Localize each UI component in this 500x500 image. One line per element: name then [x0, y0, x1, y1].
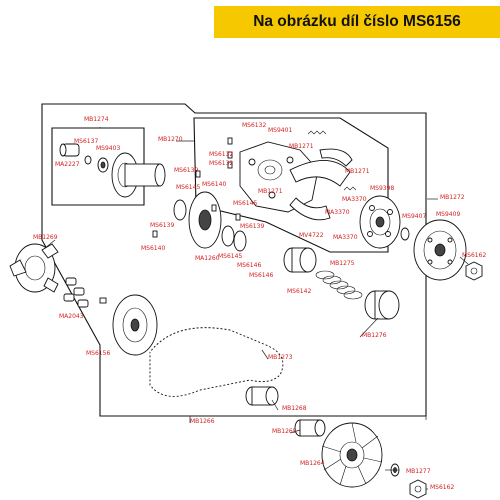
- part-mb1274-pulley-half: [111, 152, 166, 198]
- part-label-mb1264: MB1264: [300, 460, 325, 467]
- part-label-ma3370-b: MA3370: [325, 209, 350, 216]
- part-label-ms6145-a: MS6145: [176, 184, 200, 191]
- part-mb1275-spring: [315, 270, 363, 300]
- part-spring-small: [343, 186, 357, 191]
- part-ms9409-clutch-bell: [413, 219, 467, 281]
- part-label-mb1272: MB1272: [440, 194, 465, 201]
- part-ms9398-clutch-hub: [359, 195, 401, 249]
- part-label-ma2227: MA2227: [55, 161, 80, 168]
- part-label-mb1269: MB1269: [33, 234, 58, 241]
- part-ms9401-spring: [307, 130, 327, 135]
- part-ms9403-bearing: [97, 157, 109, 173]
- banner-text: Na obrázku díl číslo MS6156: [253, 13, 461, 30]
- part-labels: MB1274MS6137MS9403MA2227MB1270MS6132MS94…: [33, 116, 486, 491]
- part-label-ms6139-a: MS6139: [174, 167, 198, 174]
- part-ms6137-washer: [84, 155, 92, 165]
- part-mb1273-drive-belt: [149, 326, 284, 398]
- part-small-pins: [152, 137, 241, 238]
- part-label-ma3370-a: MA3370: [342, 196, 367, 203]
- part-label-mb1270: MB1270: [158, 136, 183, 143]
- part-label-ms6139-c: MS6139: [240, 223, 264, 230]
- part-label-mb1271-c: MB1271: [258, 188, 283, 195]
- part-label-ms9407: MS9407: [402, 213, 426, 220]
- part-mb1269-variator: [9, 243, 59, 293]
- part-number-banner: Na obrázku díl číslo MS6156: [214, 6, 500, 38]
- part-ms6162-nut-b: [409, 479, 427, 499]
- part-mb1271-clutch-plate: [239, 141, 319, 213]
- part-clutch-shoes: [289, 148, 353, 221]
- part-label-ms9398: MS9398: [370, 185, 394, 192]
- part-label-ms6156: MS6156: [86, 350, 110, 357]
- part-label-ma3370-c: MA3370: [333, 234, 358, 241]
- part-ma2043-rollers: [63, 277, 89, 308]
- part-label-mb1277: MB1277: [406, 468, 431, 475]
- part-label-mb1271-a: MB1271: [289, 143, 314, 150]
- part-label-ms6132-c: MS6132: [209, 160, 233, 167]
- part-label-ms6137: MS6137: [74, 138, 98, 145]
- part-label-mb1274: MB1274: [84, 116, 109, 123]
- part-label-mb1276: MB1276: [362, 332, 387, 339]
- part-label-ms6142: MS6142: [287, 288, 311, 295]
- part-label-ms6146-a: MS6146: [237, 262, 261, 269]
- part-label-mv4722: MV4722: [299, 232, 324, 239]
- part-label-ms9403: MS9403: [96, 145, 120, 152]
- part-label-mb1271-b: MB1271: [345, 168, 370, 175]
- part-label-ma1260: MA1260: [195, 255, 220, 262]
- part-mb1276-sleeve: [364, 290, 400, 320]
- part-label-ms6132-b: MS6132: [209, 151, 233, 158]
- part-ms9407-nut: [400, 227, 410, 241]
- part-label-ms6140-b: MS6140: [141, 245, 165, 252]
- part-label-ms6140-a: MS6140: [202, 181, 226, 188]
- part-ms6162-nut-a: [465, 261, 483, 281]
- part-label-mb1268: MB1268: [282, 405, 307, 412]
- part-label-ms6162-a: MS6162: [462, 252, 486, 259]
- part-label-ms6146-b: MS6146: [249, 272, 273, 279]
- part-label-mb1266: MB1266: [190, 418, 215, 425]
- part-label-ms6132-a: MS6132: [242, 122, 266, 129]
- part-ms6142-sleeve: [283, 247, 317, 273]
- part-ma2227-roller: [59, 143, 80, 157]
- part-label-ma2043: MA2043: [59, 313, 84, 320]
- part-label-ms9409: MS9409: [436, 211, 460, 218]
- part-mb1265-bushing: [294, 419, 326, 437]
- part-mb1264-fan: [321, 422, 383, 488]
- part-label-mb1265: MB1265: [272, 428, 297, 435]
- part-label-ms6145-b: MS6145: [233, 200, 257, 207]
- assembly-frame-front-pulley: [51, 127, 145, 206]
- part-label-mb1273: MB1273: [268, 354, 293, 361]
- part-label-ms6145-c: MS6145: [218, 253, 242, 260]
- part-label-ms9401: MS9401: [268, 127, 292, 134]
- part-ms6156-drive-face: [99, 294, 158, 356]
- part-mb1268-spacer: [245, 386, 279, 406]
- part-label-ms6139-b: MS6139: [150, 222, 174, 229]
- part-label-ms6162-b: MS6162: [430, 484, 454, 491]
- part-label-mb1275: MB1275: [330, 260, 355, 267]
- leader-lines: [44, 127, 469, 490]
